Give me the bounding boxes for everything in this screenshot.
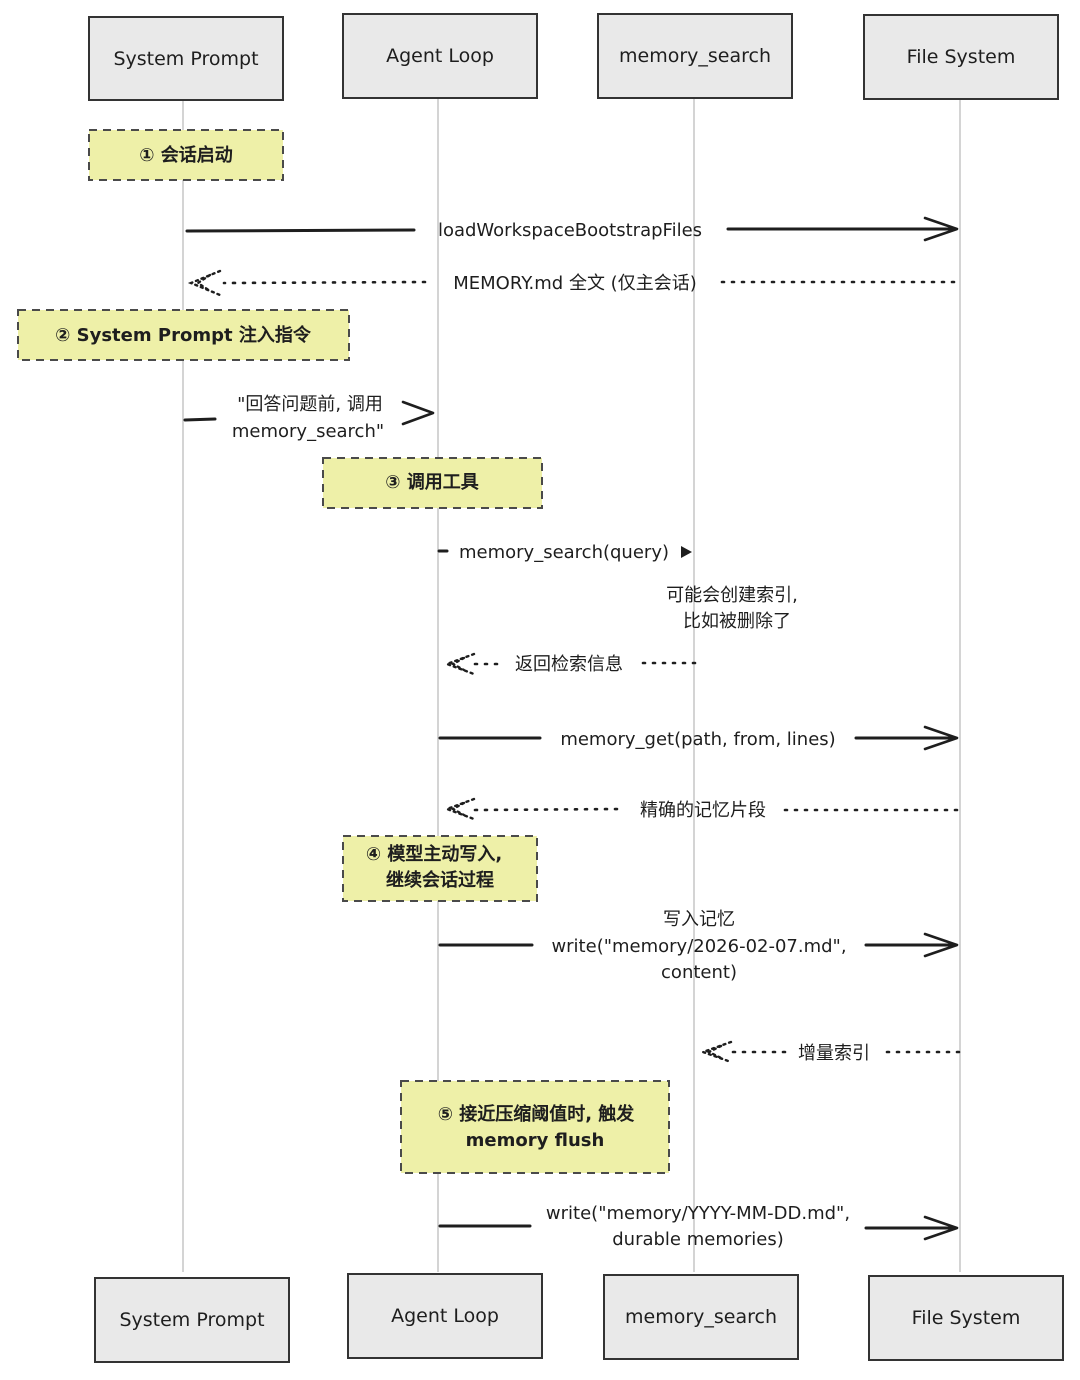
note-call-tool: ③ 调用工具	[322, 457, 543, 509]
note-text: ⑤ 接近压缩阈值时, 触发	[438, 1103, 636, 1125]
message-precise-fragment: 精确的记忆片段	[443, 797, 963, 821]
message-label: write("memory/2026-02-07.md",	[551, 936, 846, 957]
actor-label: File System	[907, 46, 1016, 68]
note-text: memory flush	[466, 1130, 605, 1151]
actor-agent-loop-top: Agent Loop	[342, 13, 538, 99]
message-label: memory_search"	[232, 421, 384, 442]
message-label: 返回检索信息	[515, 654, 623, 675]
message-label: 增量索引	[798, 1043, 870, 1064]
message-label: 写入记忆	[663, 909, 735, 930]
message-label: memory_get(path, from, lines)	[560, 729, 835, 750]
actor-label: memory_search	[619, 45, 771, 67]
actor-file-system-top: File System	[863, 14, 1059, 100]
note-text: ② System Prompt 注入指令	[55, 324, 312, 346]
message-write-durable: write("memory/YYYY-MM-DD.md", durable me…	[438, 1203, 959, 1250]
message-call-instruction: "回答问题前, 调用 memory_search"	[183, 394, 435, 442]
message-label: 可能会创建索引,	[666, 585, 798, 606]
message-label: 精确的记忆片段	[640, 800, 766, 821]
actor-label: memory_search	[625, 1306, 777, 1328]
message-write-memory: 写入记忆 write("memory/2026-02-07.md", conte…	[438, 909, 959, 983]
actor-agent-loop-bottom: Agent Loop	[347, 1273, 543, 1359]
actor-memory-search-bottom: memory_search	[603, 1274, 799, 1360]
note-text: 继续会话过程	[386, 869, 494, 891]
actor-label: Agent Loop	[386, 45, 494, 67]
message-label: memory_search(query)	[459, 542, 669, 563]
note-model-write: ④ 模型主动写入, 继续会话过程	[342, 835, 538, 902]
note-text: ① 会话启动	[139, 144, 233, 166]
note-inject-instruction: ② System Prompt 注入指令	[17, 309, 350, 361]
note-text: ④ 模型主动写入,	[366, 843, 502, 865]
actor-label: System Prompt	[119, 1309, 264, 1331]
message-label: "回答问题前, 调用	[237, 394, 383, 415]
message-label: loadWorkspaceBootstrapFiles	[438, 220, 702, 241]
actor-file-system-bottom: File System	[868, 1275, 1064, 1361]
actor-label: File System	[912, 1307, 1021, 1329]
message-return-search-info: 返回检索信息	[443, 652, 697, 676]
actor-label: System Prompt	[113, 48, 258, 70]
note-session-start: ① 会话启动	[88, 129, 284, 181]
message-memory-get: memory_get(path, from, lines)	[438, 725, 959, 751]
actor-label: Agent Loop	[391, 1305, 499, 1327]
note-memory-flush: ⑤ 接近压缩阈值时, 触发 memory flush	[400, 1080, 670, 1174]
message-memory-md-return: MEMORY.md 全文 (仅主会话)	[187, 269, 963, 297]
actor-system-prompt-top: System Prompt	[88, 16, 284, 101]
message-memory-search-query: memory_search(query)	[437, 542, 692, 563]
message-incremental-index: 增量索引	[699, 1040, 966, 1064]
message-label: write("memory/YYYY-MM-DD.md",	[546, 1203, 850, 1224]
actor-memory-search-top: memory_search	[597, 13, 793, 99]
message-index-note: 可能会创建索引, 比如被删除了	[666, 585, 798, 632]
actor-system-prompt-bottom: System Prompt	[94, 1277, 290, 1363]
note-text: ③ 调用工具	[385, 472, 479, 493]
message-label: MEMORY.md 全文 (仅主会话)	[453, 273, 696, 294]
message-label: 比如被删除了	[683, 611, 791, 632]
message-label: durable memories)	[612, 1229, 784, 1250]
message-label: content)	[661, 962, 737, 983]
message-load-workspace: loadWorkspaceBootstrapFiles	[185, 216, 959, 242]
